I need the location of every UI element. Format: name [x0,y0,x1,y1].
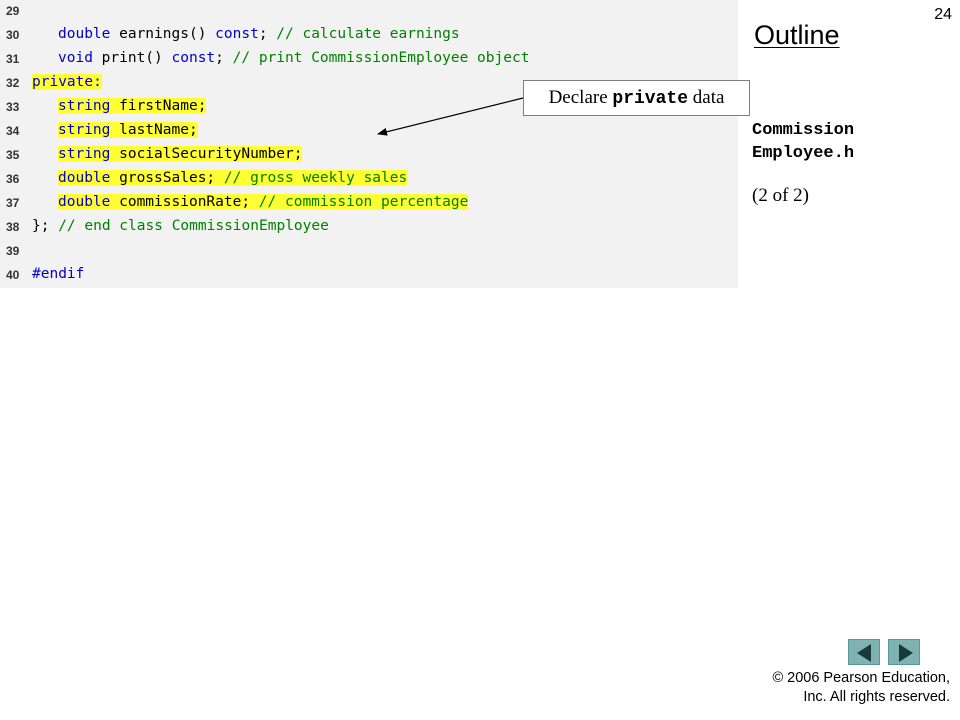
code-text: string firstName; [32,98,207,114]
outline-title: Outline [754,20,840,50]
triangle-left-icon [857,644,871,662]
comment-token: // commission percentage [258,194,469,210]
code-text: #endif [32,266,84,282]
copyright-line: © 2006 Pearson Education, [772,670,950,686]
code-text: void print() const; // print CommissionE… [32,50,529,66]
callout-keyword: private [612,89,689,109]
highlighted-code: double commissionRate; // commission per… [58,194,469,210]
keyword-token: private: [32,74,102,90]
line-number: 37 [6,196,20,210]
keyword-token: double [58,194,111,210]
code-line: 32 private: [0,72,738,96]
code-line: 39 [0,240,738,264]
highlighted-code: string firstName; [58,98,207,114]
code-line: 33 string firstName; [0,96,738,120]
code-text: private: [32,74,102,90]
code-token: commissionRate; [110,194,259,210]
triangle-right-icon [899,644,913,662]
line-number: 39 [6,244,20,258]
line-number: 30 [6,28,20,42]
code-token: print() [92,50,172,66]
file-name-line: Commission [752,121,855,140]
code-token: }; [32,218,59,234]
code-text: double earnings() const; // calculate ea… [32,26,460,42]
code-token: earnings() [110,26,216,42]
code-text: string socialSecurityNumber; [32,146,303,162]
part-indicator: (2 of 2) [752,185,809,206]
code-line: 38 }; // end class CommissionEmployee [0,216,738,240]
code-token: firstName; [110,98,207,114]
callout-suffix: data [688,87,725,108]
keyword-token: string [58,98,111,114]
line-number: 34 [6,124,20,138]
code-line: 29 [0,0,738,24]
highlighted-code: double grossSales; // gross weekly sales [58,170,408,186]
line-number: 35 [6,148,20,162]
code-line: 40 #endif [0,264,738,288]
callout-box: Declare private data [523,80,750,116]
comment-token: // gross weekly sales [223,170,408,186]
code-line: 35 string socialSecurityNumber; [0,144,738,168]
previous-slide-button[interactable] [848,639,880,665]
callout-prefix: Declare [548,87,613,108]
line-number: 29 [6,4,20,18]
code-line: 31 void print() const; // print Commissi… [0,48,738,72]
slide-number: 24 [934,6,952,23]
code-token: ; [258,26,277,42]
line-number: 38 [6,220,20,234]
code-text: double commissionRate; // commission per… [32,194,469,210]
keyword-token: double [58,26,111,42]
copyright-line: Inc. All rights reserved. [803,689,950,705]
code-line: 36 double grossSales; // gross weekly sa… [0,168,738,192]
file-name: Commission Employee.h [752,119,854,165]
line-number: 32 [6,76,20,90]
code-token: socialSecurityNumber; [110,146,303,162]
copyright-notice: © 2006 Pearson Education, Inc. All right… [740,669,950,707]
keyword-token: void [58,50,93,66]
keyword-token: const [215,26,259,42]
comment-token: // print CommissionEmployee object [232,50,530,66]
code-text: string lastName; [32,122,198,138]
line-number: 36 [6,172,20,186]
highlighted-code: string socialSecurityNumber; [58,146,303,162]
keyword-token: double [58,170,111,186]
line-number: 33 [6,100,20,114]
code-line: 34 string lastName; [0,120,738,144]
code-token: ; [215,50,233,66]
code-text: }; // end class CommissionEmployee [32,218,329,234]
comment-token: // end class CommissionEmployee [58,218,329,234]
line-number: 40 [6,268,20,282]
file-name-line: Employee.h [752,144,855,163]
line-number: 31 [6,52,20,66]
keyword-token: string [58,122,111,138]
code-token: lastName; [110,122,198,138]
code-line: 30 double earnings() const; // calculate… [0,24,738,48]
keyword-token: const [171,50,216,66]
keyword-token: string [58,146,111,162]
code-listing: 29 30 double earnings() const; // calcul… [0,0,738,288]
comment-token: // calculate earnings [276,26,460,42]
preprocessor-token: #endif [32,266,85,282]
next-slide-button[interactable] [888,639,920,665]
code-text: double grossSales; // gross weekly sales [32,170,408,186]
code-line: 37 double commissionRate; // commission … [0,192,738,216]
code-token: grossSales; [110,170,224,186]
highlighted-code: string lastName; [58,122,198,138]
